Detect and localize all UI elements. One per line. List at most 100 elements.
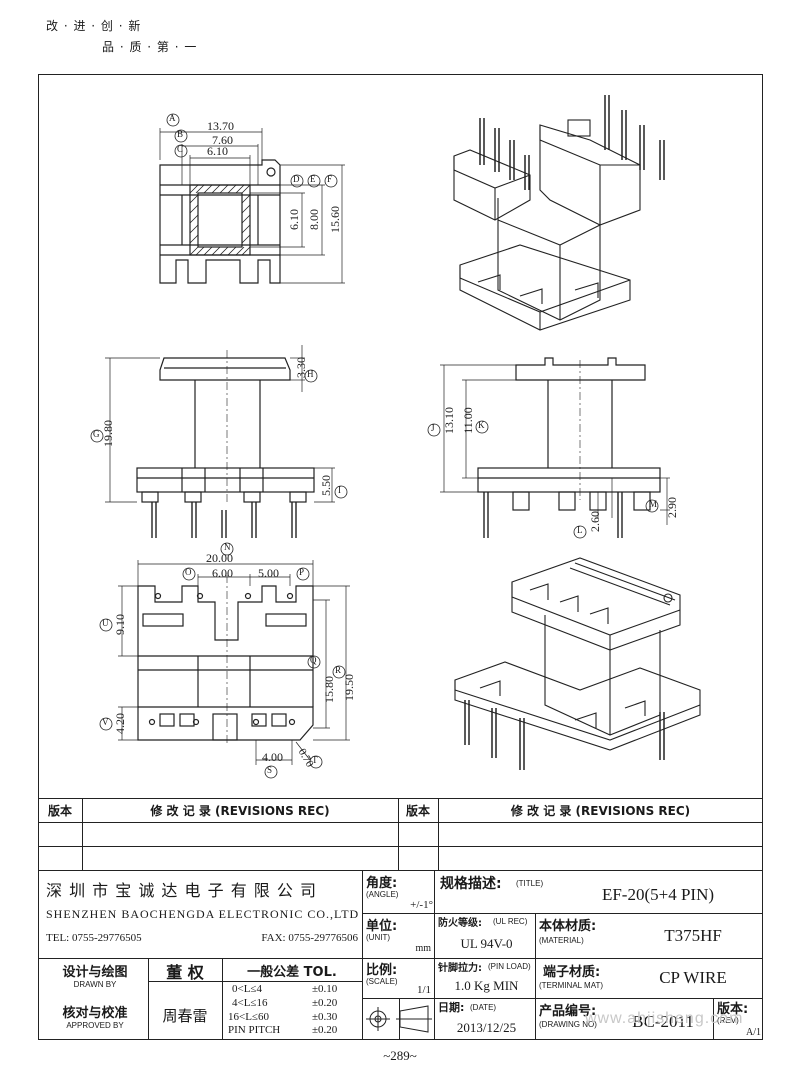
label-p: P (299, 567, 305, 577)
company-name-en: SHENZHEN BAOCHENGDA ELECTRONIC CO.,LTD (46, 906, 360, 921)
dim-v: 4.20 (113, 713, 127, 734)
unit-sub: (UNIT) (366, 932, 390, 942)
dim-g: 19.80 (101, 420, 115, 447)
label-h: H (307, 369, 314, 379)
top-view (159, 113, 345, 284)
drawing-frame (38, 74, 763, 1040)
tol-range-1: 4<L≤16 (232, 997, 268, 1009)
approved-sub: APPROVED BY (66, 1020, 124, 1030)
pinload-value: 1.0 Kg MIN (454, 978, 519, 993)
scale-value: 1/1 (416, 984, 431, 996)
drawing-sub: (DRAWING NO) (539, 1019, 597, 1029)
ul-value: UL 94V-0 (460, 936, 513, 951)
isometric-view-top (453, 95, 665, 331)
dim-j: 13.10 (442, 407, 456, 434)
tol-val-2: ±0.30 (312, 1011, 338, 1023)
ul-label: 防火等级: (438, 917, 482, 929)
label-j: J (431, 423, 435, 433)
rev-value: A/1 (746, 1026, 761, 1038)
date-sub: (DATE) (470, 1002, 497, 1012)
company-tel: TEL: 0755-29776505 (46, 932, 142, 944)
drawing-label: 产品编号: (539, 1003, 597, 1019)
title-label: 规格描述: (440, 876, 502, 892)
dim-s: 4.00 (262, 750, 283, 764)
label-u: U (102, 618, 109, 628)
terminal-value: CP WIRE (659, 968, 727, 987)
label-b: B (177, 129, 184, 139)
drawn-value: 董 权 (166, 963, 204, 982)
dim-i: 5.50 (319, 475, 333, 496)
label-g: G (93, 429, 100, 439)
tol-range-3: PIN PITCH (228, 1024, 281, 1036)
label-l: L (577, 525, 583, 535)
approved-value: 周春雷 (162, 1006, 208, 1025)
bottom-view (99, 542, 350, 779)
label-r: R (335, 665, 342, 675)
drawn-sub: DRAWN BY (73, 979, 117, 989)
terminal-sub: (TERMINAL MAT) (539, 980, 603, 990)
pinload-sub: (PIN LOAD) (488, 961, 531, 971)
label-q: Q (310, 655, 317, 665)
projection-symbol-icon (366, 1005, 432, 1033)
dim-b: 7.60 (212, 133, 233, 147)
dim-u: 9.10 (113, 614, 127, 635)
title-block: 版本 修 改 记 录 (REVISIONS REC) 版本 修 改 记 录 (R… (38, 798, 763, 1040)
title-value: EF-20(5+4 PIN) (601, 885, 715, 904)
title-sub: (TITLE) (516, 878, 544, 888)
dim-a: 13.70 (207, 119, 234, 133)
revision-rec-header-1: 修 改 记 录 (REVISIONS REC) (150, 803, 330, 818)
terminal-label: 端子材质: (543, 964, 601, 980)
tol-val-1: ±0.20 (312, 997, 338, 1009)
dim-r: 19.50 (342, 674, 356, 701)
pinload-label: 针脚拉力: (438, 962, 482, 974)
tol-val-0: ±0.10 (312, 983, 338, 995)
scale-sub: (SCALE) (366, 976, 398, 986)
dim-p: 5.00 (258, 566, 279, 580)
page-number: ~289~ (383, 1048, 417, 1063)
revision-ver-header-1: 版本 (47, 803, 72, 818)
dim-m: 2.90 (665, 497, 679, 518)
revision-rec-header-2: 修 改 记 录 (REVISIONS REC) (510, 803, 691, 818)
company-name-cn: 深 圳 市 宝 诚 达 电 子 有 限 公 司 (46, 881, 317, 900)
angle-value: +/-1° (410, 899, 433, 911)
unit-label: 单位: (366, 918, 398, 934)
front-view (90, 345, 348, 538)
dim-c: 6.10 (207, 144, 228, 158)
label-o: O (185, 567, 192, 577)
label-t: T (312, 755, 318, 765)
drawing-value: BC-2011 (632, 1012, 694, 1031)
label-v: V (102, 717, 109, 727)
drawn-label: 设计与绘图 (62, 964, 128, 980)
label-n: N (224, 542, 231, 552)
dim-q: 15.80 (322, 676, 336, 703)
rev-sub: (REV) (717, 1015, 739, 1025)
side-view (427, 357, 670, 539)
label-d: D (293, 174, 300, 184)
date-value: 2013/12/25 (456, 1020, 517, 1035)
material-label: 本体材质: (539, 918, 597, 934)
rev-label: 版本: (717, 1001, 749, 1017)
label-s: S (267, 765, 273, 775)
material-value: T375HF (664, 926, 722, 945)
dim-e: 8.00 (307, 209, 321, 230)
material-sub: (MATERIAL) (539, 935, 584, 945)
label-f: F (327, 174, 333, 184)
approved-label: 核对与校准 (62, 1005, 128, 1021)
isometric-view-bottom (454, 557, 701, 770)
angle-label: 角度: (366, 875, 398, 891)
label-a: A (169, 113, 176, 123)
label-c: C (177, 144, 184, 154)
date-label: 日期: (438, 1001, 465, 1014)
tol-range-2: 16<L≤60 (228, 1011, 269, 1023)
watermark: www.ahjisheng.com (585, 1010, 744, 1027)
dim-l: 2.60 (588, 511, 602, 532)
ul-sub: (UL REC) (493, 916, 528, 926)
tolerance-title: 一般公差 TOL. (247, 964, 337, 980)
slogan-line-1: 改 · 进 · 创 · 新 (46, 19, 142, 33)
dim-f: 15.60 (328, 206, 342, 233)
dim-d: 6.10 (287, 209, 301, 230)
dim-o: 6.00 (212, 566, 233, 580)
tol-range-0: 0<L≤4 (232, 983, 262, 995)
angle-sub: (ANGLE) (366, 889, 399, 899)
scale-label: 比例: (366, 962, 398, 978)
